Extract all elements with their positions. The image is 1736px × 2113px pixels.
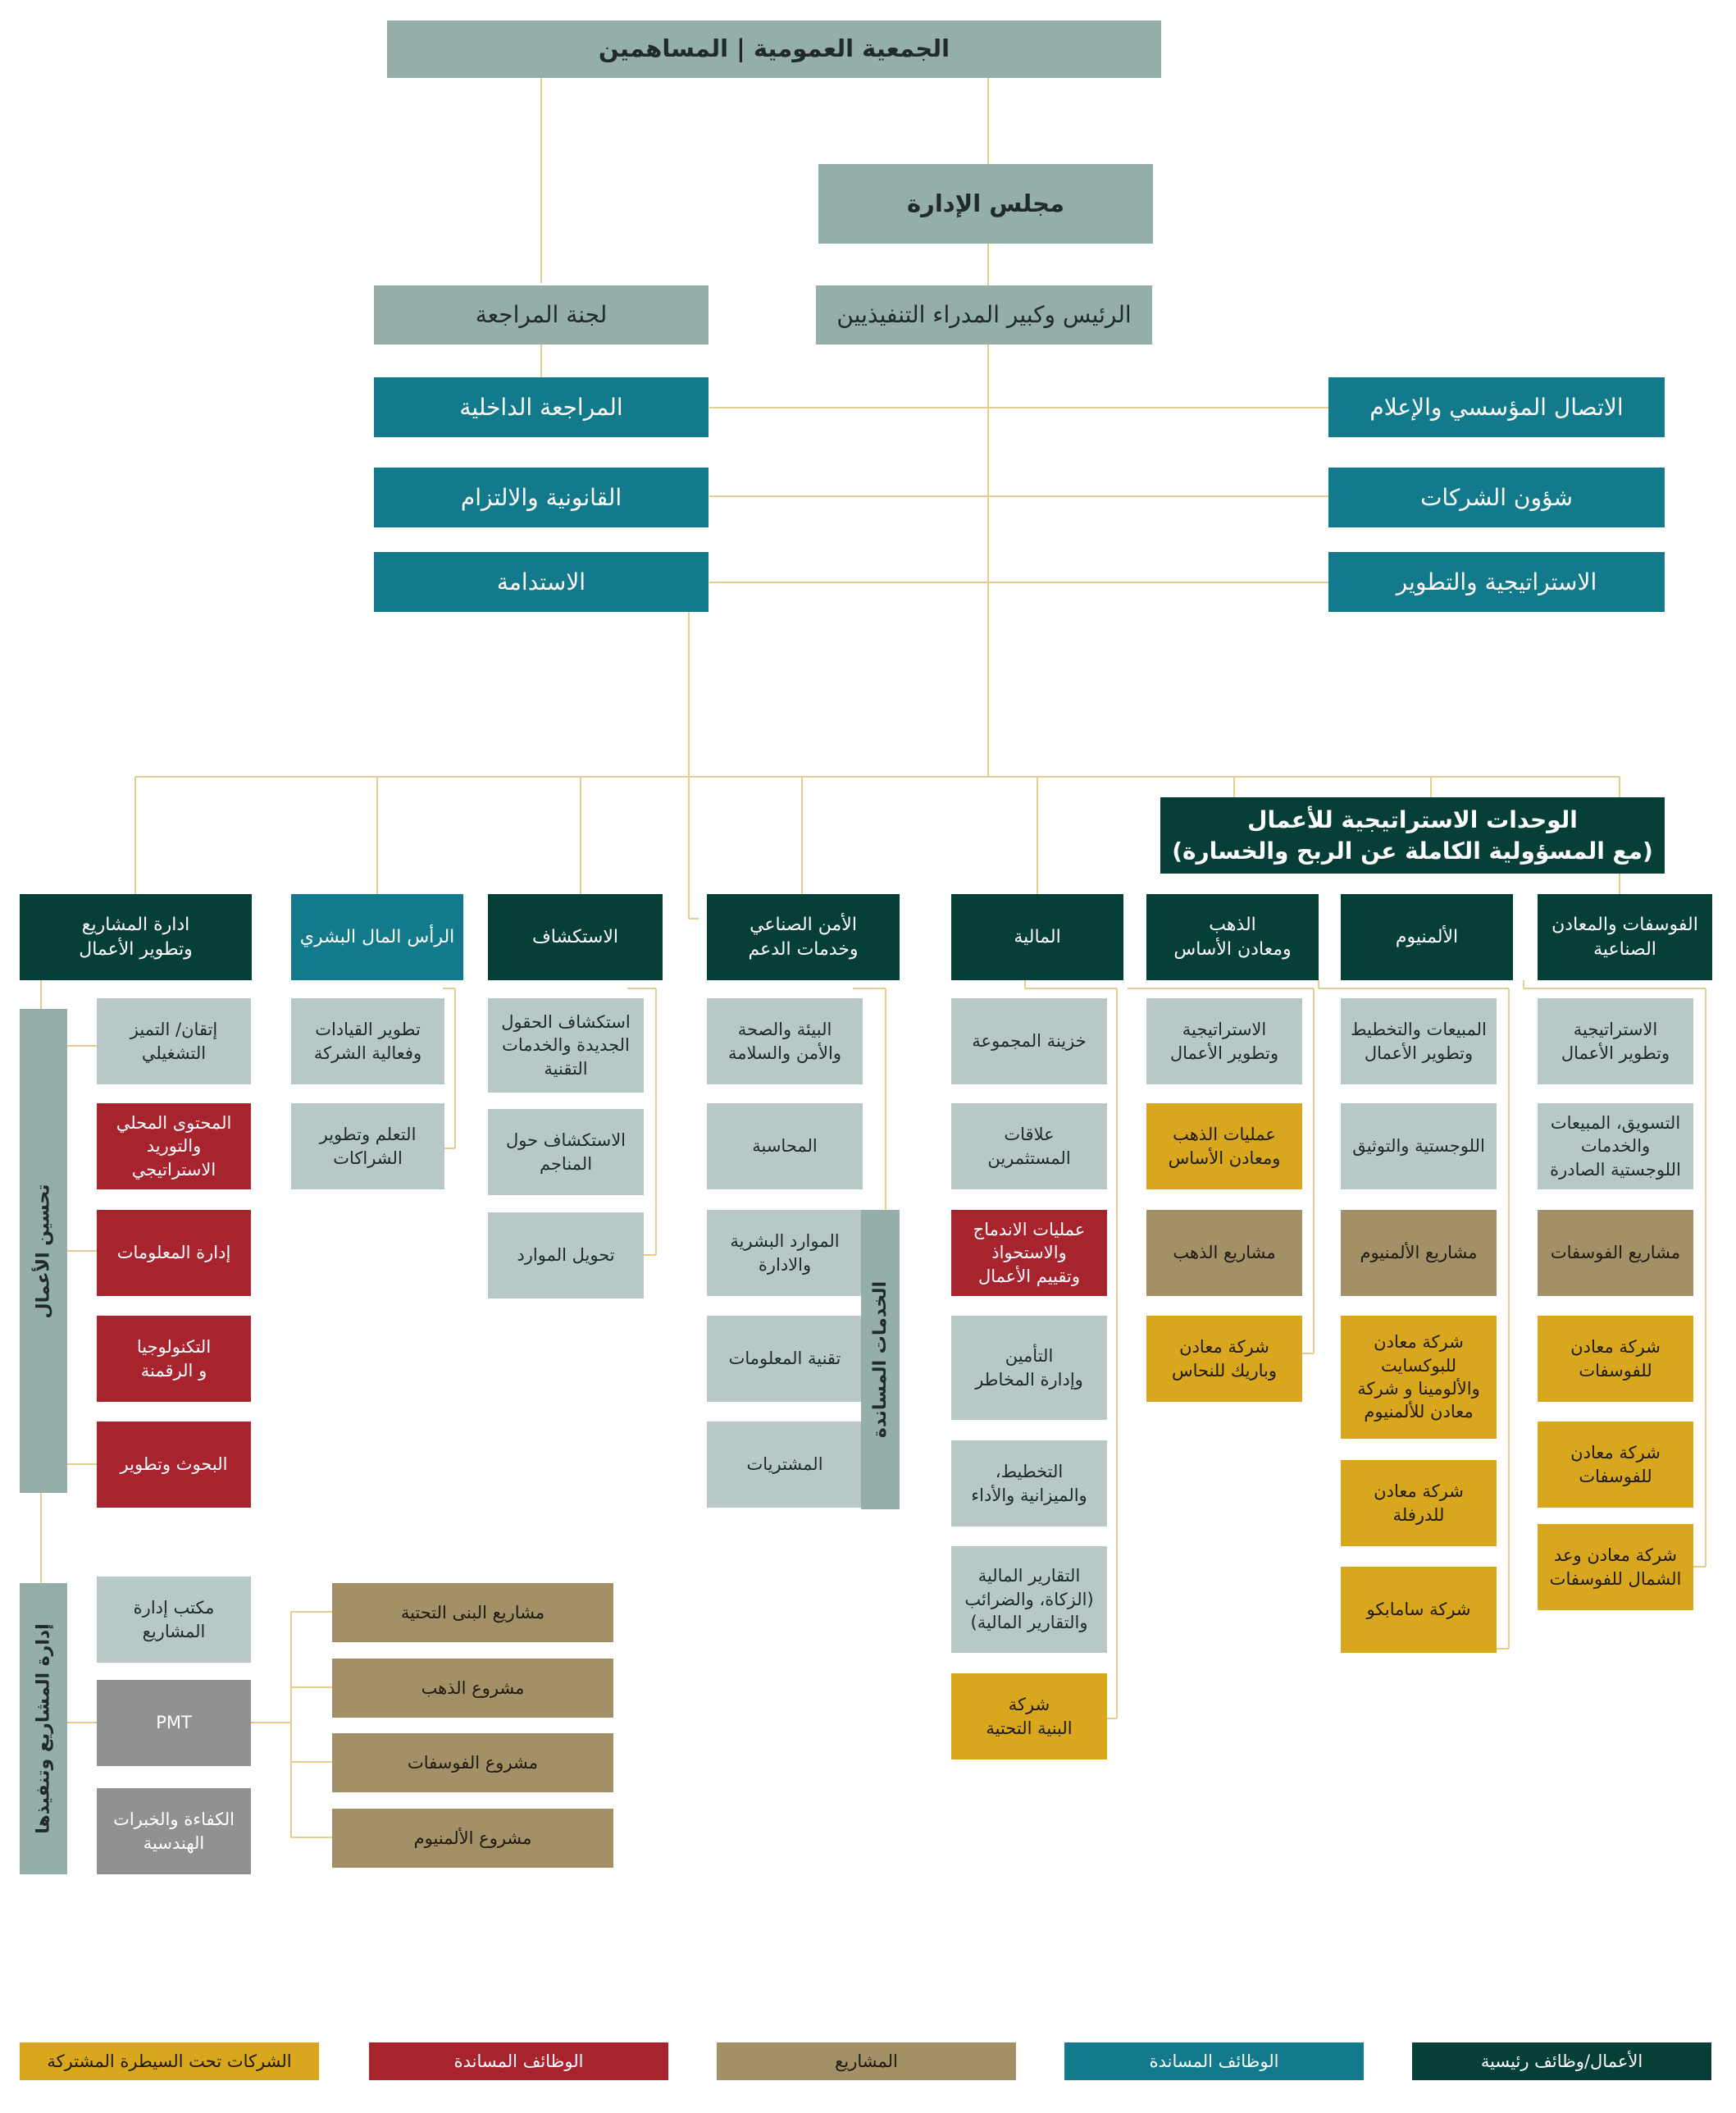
aluminium-item-logistics: اللوجستية والتوثيق <box>1341 1103 1497 1189</box>
phosphate-item-projects: مشاريع الفوسفات <box>1538 1210 1693 1296</box>
finance-item-reporting: التقارير المالية (الزكاة، والضرائب والتق… <box>951 1546 1107 1653</box>
gold-item-strategy: الاستراتيجية وتطوير الأعمال <box>1146 998 1302 1084</box>
legend-support-functions-red: الوظائف المساندة <box>369 2042 668 2080</box>
phosphate-item-marketing: التسويق، المبيعات والخدمات اللوجستية الص… <box>1538 1103 1693 1189</box>
exploration-item-near-mine: الاستكشاف حول المناجم <box>488 1109 644 1195</box>
projects-item-pmt: PMT <box>97 1680 251 1766</box>
pmt-project-aluminium: مشروع الألمنيوم <box>332 1809 613 1868</box>
exploration-head: الاستكشاف <box>488 894 663 980</box>
projects-item-engineering: الكفاءة والخبرات الهندسية <box>97 1788 251 1874</box>
internal-audit-box: المراجعة الداخلية <box>374 377 709 437</box>
strategic-business-units-header: الوحدات الاستراتيجية للأعمال (مع المسؤول… <box>1160 797 1665 874</box>
legend-support-functions-teal-label: الوظائف المساندة <box>1149 2051 1279 2071</box>
sustainability-box: الاستدامة <box>374 552 709 612</box>
security-item-hr-admin: الموارد البشرية والادارة <box>707 1210 863 1296</box>
finance-head: المالية <box>951 894 1123 980</box>
support-services-bar-label: الخدمات المساندة <box>870 1280 891 1439</box>
finance-item-treasury: خزينة المجموعة <box>951 998 1107 1084</box>
legend-support-functions-red-label: الوظائف المساندة <box>453 2051 584 2071</box>
finance-item-insurance: التأمين وإدارة المخاطر <box>951 1316 1107 1420</box>
finance-item-infrastructure-company: شركة البنية التحتية <box>951 1673 1107 1759</box>
legend-support-functions-teal: الوظائف المساندة <box>1064 2042 1364 2080</box>
phosphate-item-strategy: الاستراتيجية وتطوير الأعمال <box>1538 998 1693 1084</box>
corporate-communication-box: الاتصال المؤسسي والإعلام <box>1328 377 1665 437</box>
finance-item-planning: التخطيط، والميزانية والأداء <box>951 1440 1107 1527</box>
hr-item-learning: التعلم وتطوير الشراكات <box>291 1103 444 1189</box>
phosphate-item-waad-alshamal: شركة معادن وعد الشمال للفوسفات <box>1538 1524 1693 1610</box>
aluminium-item-projects: مشاريع الألمنيوم <box>1341 1210 1497 1296</box>
legend-joint-control-companies: الشركات تحت السيطرة المشتركة <box>20 2042 319 2080</box>
legend-core-business: الأعمال/وظائف رئيسية <box>1412 2042 1711 2080</box>
board-box: مجلس الإدارة <box>818 164 1153 244</box>
gold-item-projects: مشاريع الذهب <box>1146 1210 1302 1296</box>
gold-item-operations: عمليات الذهب ومعادن الأساس <box>1146 1103 1302 1189</box>
gold-base-metals-head: الذهب ومعادن الأساس <box>1146 894 1319 980</box>
legal-compliance-box: القانونية والالتزام <box>374 468 709 527</box>
projects-item-local-content: المحتوى المحلي والتوريد الاستراتيجي <box>97 1103 251 1189</box>
security-item-procurement: المشتريات <box>707 1422 863 1508</box>
strategy-development-box: الاستراتيجية والتطوير <box>1328 552 1665 612</box>
pmt-project-gold: مشروع الذهب <box>332 1659 613 1718</box>
legend-projects-label: المشاريع <box>835 2051 898 2071</box>
phosphate-head: الفوسفات والمعادن الصناعية <box>1538 894 1712 980</box>
projects-item-operational-excellence: إتقان/ التميز التشغيلي <box>97 998 251 1084</box>
project-execution-bar: إدارة المشاريع وتنفيذها <box>20 1583 67 1874</box>
corporate-affairs-box: شؤون الشركات <box>1328 468 1665 527</box>
human-capital-head: الرأس المال البشري <box>291 894 463 980</box>
projects-development-head: ادارة المشاريع وتطوير الأعمال <box>20 894 252 980</box>
legend-projects: المشاريع <box>717 2042 1016 2080</box>
hr-item-leadership: تطوير القيادات وفعالية الشركة <box>291 998 444 1084</box>
projects-item-research: البحوث وتطوير <box>97 1422 251 1508</box>
aluminium-head: الألمنيوم <box>1341 894 1513 980</box>
pmt-project-infrastructure: مشاريع البنى التحتية <box>332 1583 613 1642</box>
aluminium-item-sales: المبيعات والتخطيط وتطوير الأعمال <box>1341 998 1497 1084</box>
business-improvement-bar-label: تحسين الأعمال <box>33 1184 54 1318</box>
aluminium-item-sammapco: شركة سامابكو <box>1341 1567 1497 1653</box>
aluminium-item-rolling: شركة معادن للدرفلة <box>1341 1460 1497 1546</box>
industrial-security-head: الأمن الصناعي وخدمات الدعم <box>707 894 900 980</box>
project-execution-bar-label: إدارة المشاريع وتنفيذها <box>33 1623 54 1834</box>
legend-joint-control-companies-label: الشركات تحت السيطرة المشتركة <box>47 2051 292 2071</box>
business-improvement-bar: تحسين الأعمال <box>20 1009 67 1493</box>
projects-item-information-management: إدارة المعلومات <box>97 1210 251 1296</box>
ceo-box: الرئيس وكبير المدراء التنفيذيين <box>816 285 1152 345</box>
aluminium-item-bauxite: شركة معادن للبوكسايت والألومينا و شركة م… <box>1341 1316 1497 1439</box>
security-item-it: تقنية المعلومات <box>707 1316 863 1402</box>
gold-item-barrick-copper: شركة معادن وباريك للنحاس <box>1146 1316 1302 1402</box>
phosphate-item-company-1: شركة معادن للفوسفات <box>1538 1316 1693 1402</box>
support-services-bar: الخدمات المساندة <box>861 1210 900 1509</box>
projects-item-pmo: مكتب إدارة المشاريع <box>97 1577 251 1663</box>
general-assembly-box: الجمعية العمومية | المساهمين <box>387 21 1161 78</box>
exploration-item-resource-conversion: تحويل الموارد <box>488 1212 644 1298</box>
projects-item-technology-digital: التكنولوجيا و الرقمنة <box>97 1316 251 1402</box>
finance-item-mergers: عمليات الاندماج والاستحواذ وتقييم الأعما… <box>951 1210 1107 1296</box>
pmt-project-phosphate: مشروع الفوسفات <box>332 1733 613 1792</box>
legend-core-business-label: الأعمال/وظائف رئيسية <box>1480 2051 1643 2071</box>
phosphate-item-company-2: شركة معادن للفوسفات <box>1538 1422 1693 1508</box>
finance-item-investor-relations: علاقات المستثمرين <box>951 1103 1107 1189</box>
exploration-item-greenfield: استكشاف الحقول الجديدة والخدمات التقنية <box>488 998 644 1093</box>
security-item-accounting: المحاسبة <box>707 1103 863 1189</box>
security-item-ehs: البيئة والصحة والأمن والسلامة <box>707 998 863 1084</box>
audit-committee-box: لجنة المراجعة <box>374 285 709 345</box>
